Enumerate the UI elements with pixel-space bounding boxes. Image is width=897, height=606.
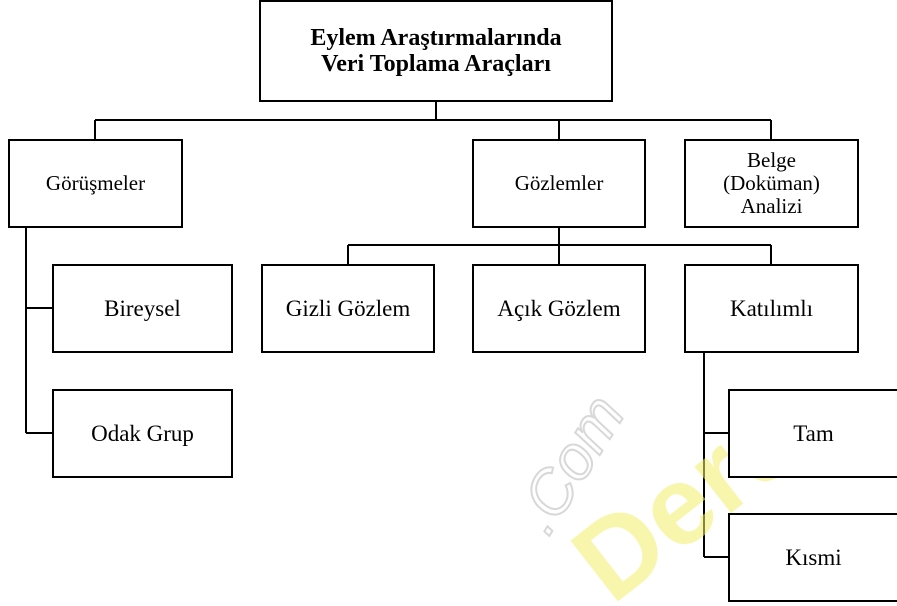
odak-grup-box: Odak Grup — [52, 389, 233, 478]
gizli-gozlem-box: Gizli Gözlem — [261, 264, 435, 353]
belge-analizi-box: Belge (Doküman) Analizi — [684, 139, 859, 228]
bireysel-label: Bireysel — [104, 295, 181, 321]
gozlemler-box: Gözlemler — [472, 139, 646, 228]
acik-gozlem-box: Açık Gözlem — [472, 264, 646, 353]
gizli-gozlem-label: Gizli Gözlem — [285, 295, 411, 321]
kismi-label: Kısmi — [785, 544, 842, 570]
root-label: Eylem Araştırmalarında Veri Toplama Araç… — [310, 24, 562, 77]
gorusmeler-box: Görüşmeler — [8, 139, 183, 228]
belge-analizi-label: Belge (Doküman) Analizi — [723, 147, 820, 219]
root-box: Eylem Araştırmalarında Veri Toplama Araç… — [259, 0, 613, 102]
kismi-box: Kısmi — [728, 513, 897, 602]
odak-grup-label: Odak Grup — [91, 420, 194, 446]
katilimli-box: Katılımlı — [684, 264, 859, 353]
gozlemler-label: Gözlemler — [514, 170, 604, 195]
bireysel-box: Bireysel — [52, 264, 233, 353]
tam-box: Tam — [728, 389, 897, 478]
acik-gozlem-label: Açık Gözlem — [497, 295, 621, 321]
katilimli-label: Katılımlı — [729, 295, 814, 321]
tam-label: Tam — [793, 420, 834, 446]
gorusmeler-label: Görüşmeler — [45, 170, 146, 195]
